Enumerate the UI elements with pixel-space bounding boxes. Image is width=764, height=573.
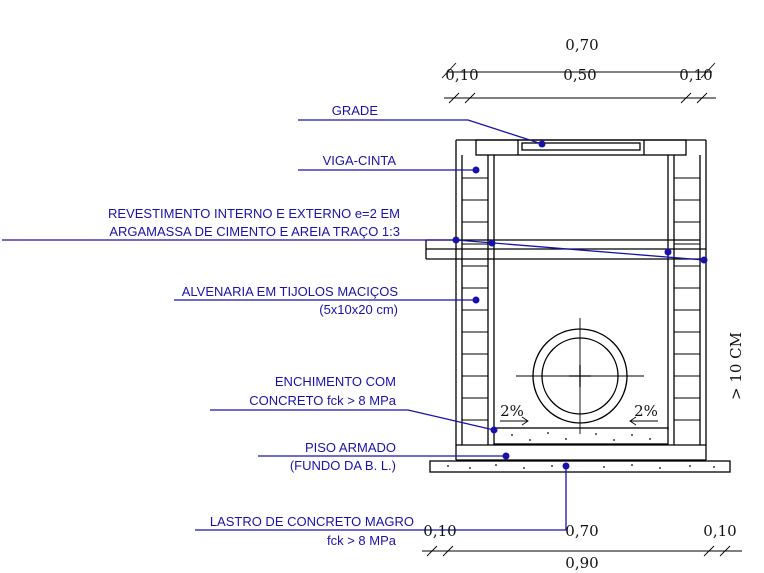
leader-enchimento: [210, 409, 495, 431]
blinding-outline: [429, 460, 731, 473]
outlet-pipe: [516, 318, 644, 434]
dim-top-total: 0,70: [565, 36, 598, 54]
tick-top-1: [448, 92, 460, 104]
slope-right-text: 2%: [634, 402, 658, 420]
label-grade: GRADE: [332, 103, 379, 118]
labels-group: GRADE VIGA-CINTA REVESTIMENTO INTERNO E …: [2, 103, 708, 548]
bottom-dimension-group: 0,10 0,70 0,10 0,90: [422, 522, 742, 572]
leader-dot-enchimento: [490, 426, 498, 434]
leader-dot-revest-inner-right: [664, 248, 672, 256]
label-piso-line1: PISO ARMADO: [305, 440, 396, 455]
structure-group: 2% 2%: [425, 139, 731, 473]
leader-dot-revest-outer-right: [700, 256, 708, 264]
label-lastro-line2: fck > 8 MPa: [327, 533, 397, 548]
leader-grade: [298, 119, 543, 145]
label-revestimento-line2: ARGAMASSA DE CIMENTO E AREIA TRAÇO 1:3: [109, 224, 400, 239]
leader-dot-grade: [538, 140, 546, 148]
tick-top-3: [680, 92, 692, 104]
leader-dot-revest-outer-left: [452, 236, 460, 244]
label-viga-cinta: VIGA-CINTA: [323, 153, 397, 168]
label-alvenaria-line1: ALVENARIA EM TIJOLOS MACIÇOS: [182, 284, 399, 299]
label-enchimento-line1: ENCHIMENTO COM: [275, 374, 396, 389]
dim-bottom-total: 0,90: [565, 554, 598, 572]
dim-bottom-mid: 0,70: [565, 522, 598, 540]
tick-top-total-right: [700, 62, 716, 79]
leader-dot-piso: [502, 452, 510, 460]
label-piso-line2: (FUNDO DA B. L.): [290, 458, 396, 473]
dim-top-mid: 0,50: [563, 66, 596, 84]
right-brick-wall: [673, 155, 701, 445]
leader-revestimento: [2, 240, 704, 260]
beam-cap: [475, 139, 687, 156]
dim-top-right: 0,10: [679, 66, 712, 84]
label-enchimento-line2: CONCRETO fck > 8 MPa: [249, 393, 397, 408]
leader-dot-lastro: [562, 462, 570, 470]
label-revestimento-line1: REVESTIMENTO INTERNO E EXTERNO e=2 EM: [108, 206, 400, 221]
tick-top-4: [696, 92, 708, 104]
fill-slab-outline: [493, 427, 669, 445]
leader-revestimento-diagonal: [455, 239, 705, 261]
dim-side-height: > 10 CM: [727, 332, 745, 400]
blinding-concrete-layer: [429, 460, 731, 473]
label-lastro-line1: LASTRO DE CONCRETO MAGRO: [210, 514, 414, 529]
tick-top-total-left: [441, 62, 457, 79]
dim-bottom-left: 0,10: [423, 522, 456, 540]
label-alvenaria-line2: (5x10x20 cm): [319, 302, 398, 317]
dim-top-left: 0,10: [445, 66, 478, 84]
leader-lastro: [195, 466, 567, 531]
leader-dot-alvenaria: [472, 296, 480, 304]
top-dimension-group: 0,70 0,10 0,50 0,10: [441, 36, 716, 104]
reinforced-floor-slab: [456, 444, 706, 461]
tick-top-2: [464, 92, 476, 104]
left-brick-wall: [461, 155, 489, 445]
fill-concrete-slab: [493, 427, 669, 445]
grate-bar: [521, 142, 641, 151]
slope-indicators: 2% 2%: [500, 402, 658, 426]
dim-bottom-right: 0,10: [703, 522, 736, 540]
top-beam-and-grate: [475, 139, 687, 156]
slope-left-text: 2%: [500, 402, 524, 420]
leader-dot-revest-inner-left: [488, 239, 496, 247]
leader-dot-viga-cinta: [472, 166, 480, 174]
